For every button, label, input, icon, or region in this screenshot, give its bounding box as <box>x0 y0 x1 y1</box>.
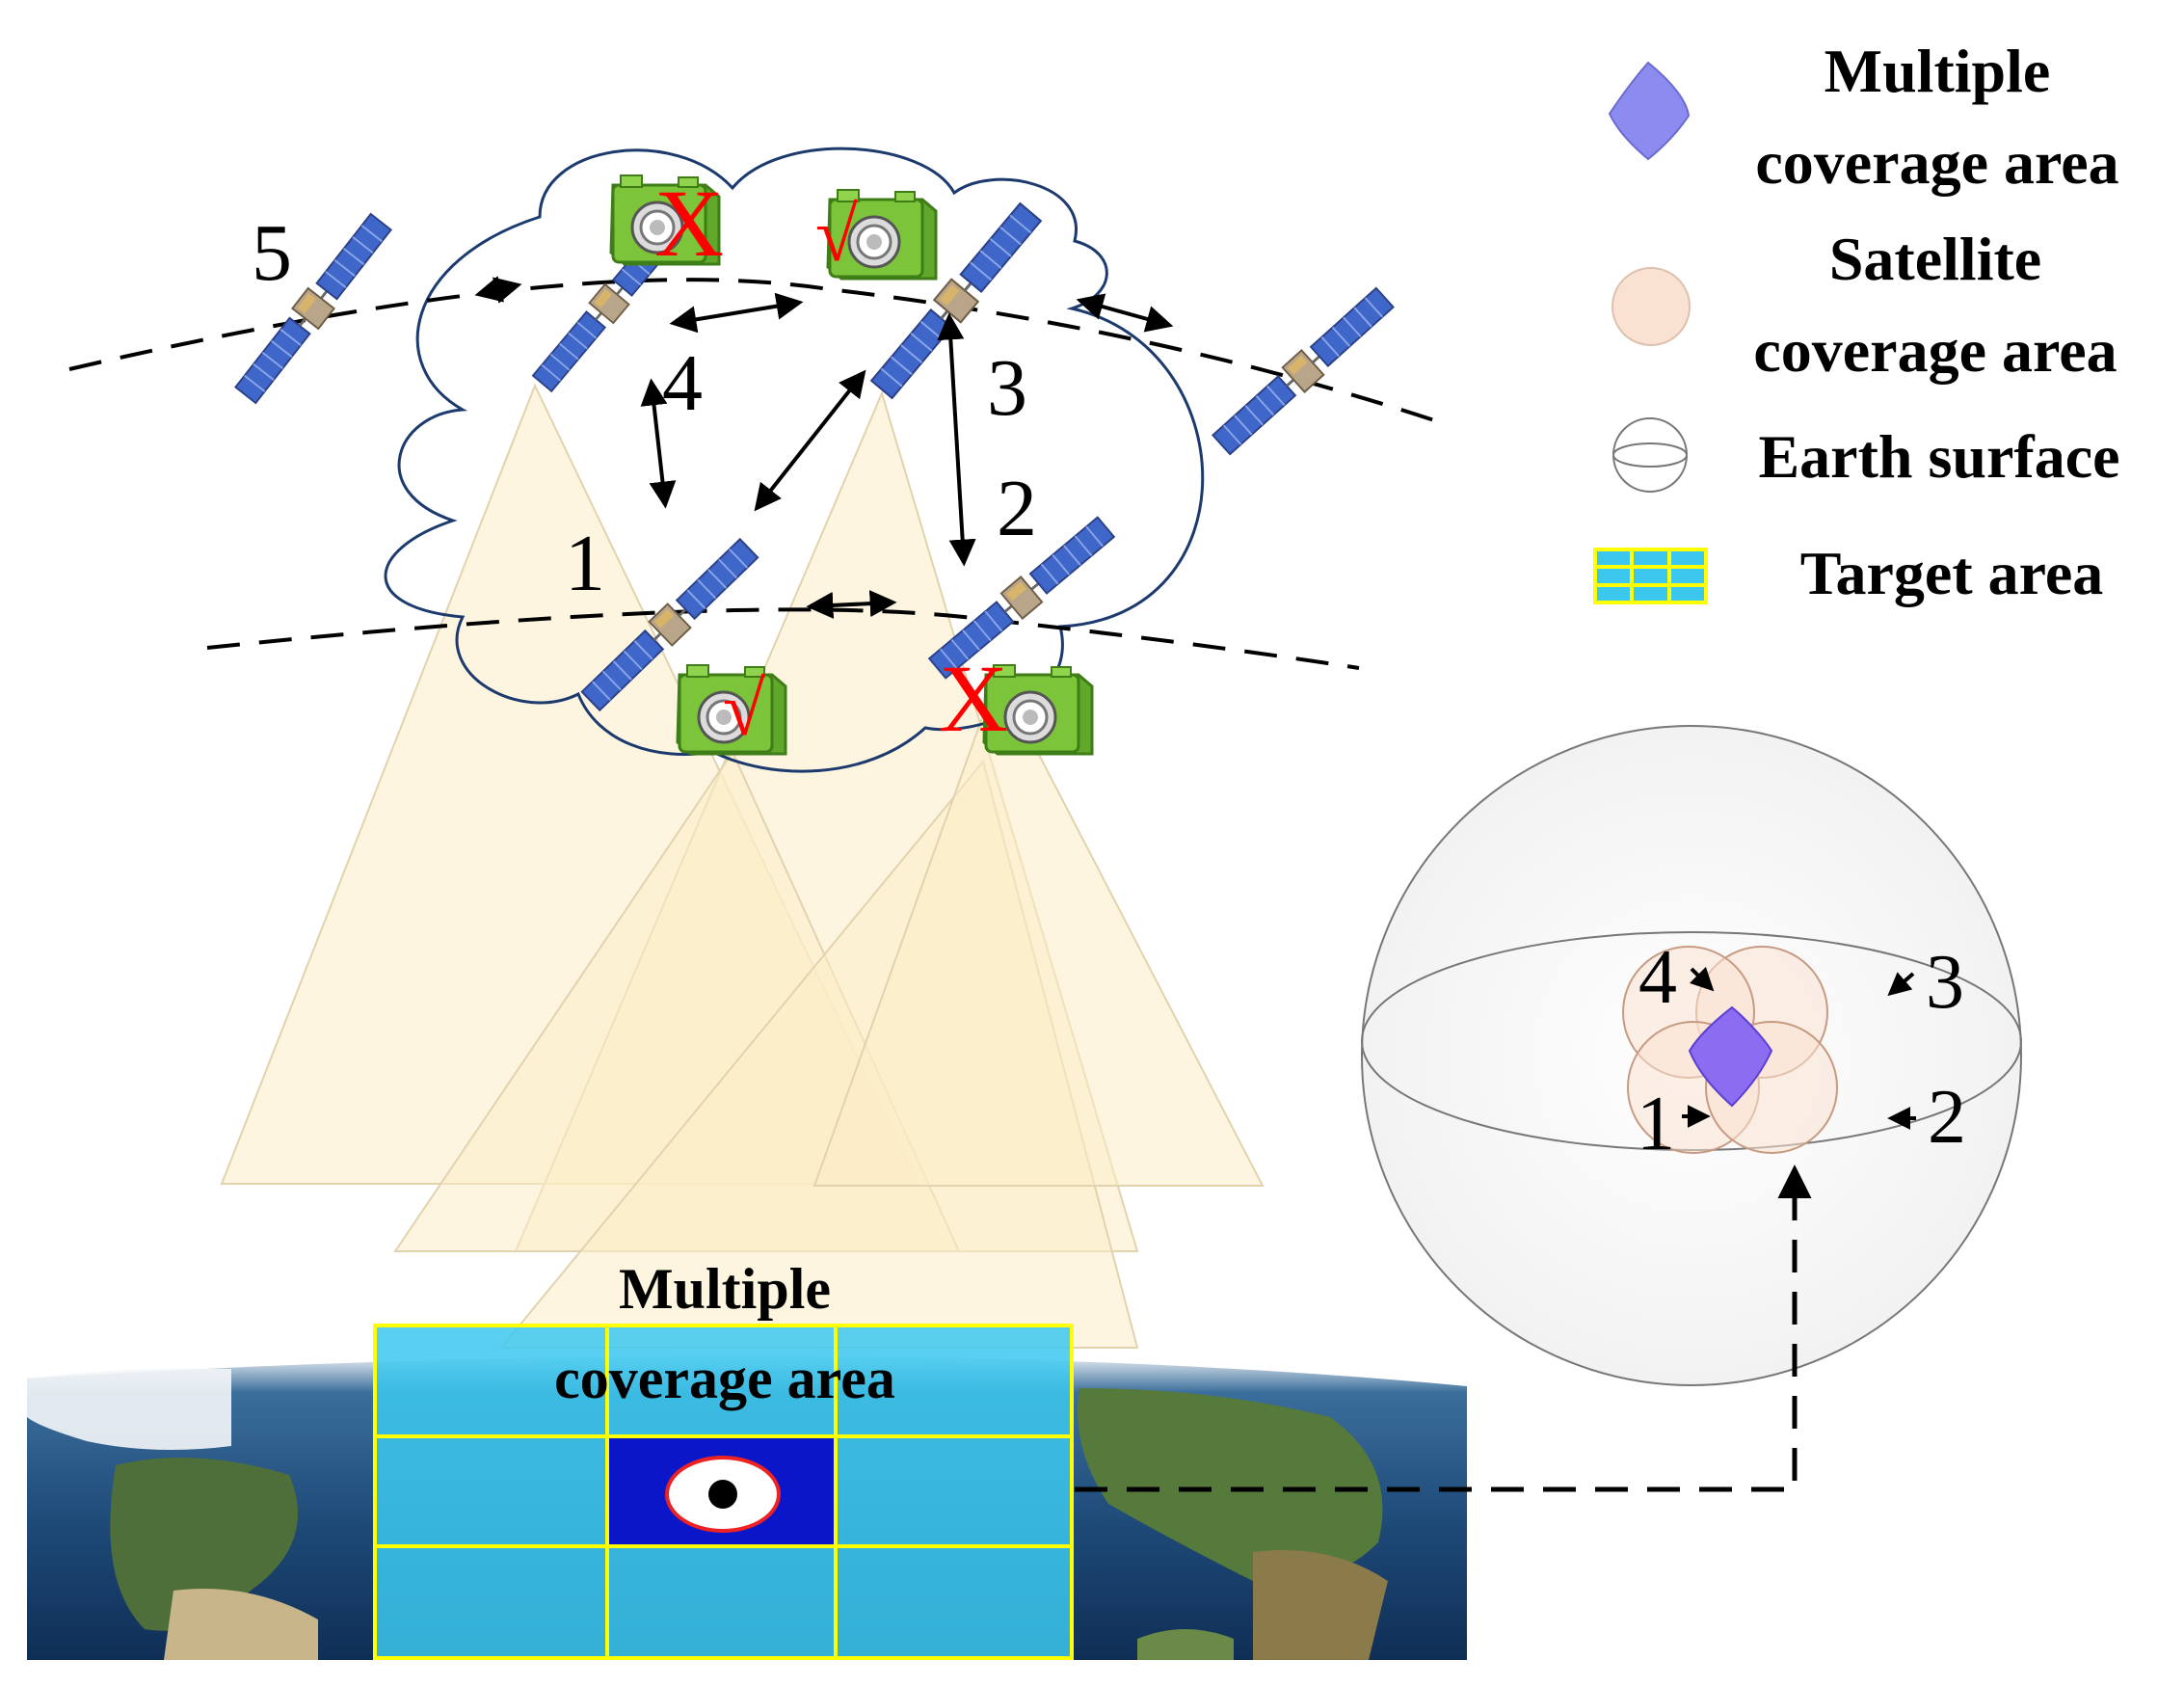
legend-item-1-line1: Multiple <box>1824 37 2051 105</box>
satellite-unlabeled <box>1209 283 1398 459</box>
legend-item-2-line2: coverage area <box>1753 316 2117 385</box>
multiple-coverage-swatch <box>1608 61 1691 161</box>
legend-item-4-label: Target area <box>1800 539 2104 607</box>
target-to-sphere-connector <box>1075 1165 1812 1492</box>
legend-item-1-line2: coverage area <box>1755 128 2118 197</box>
sphere-number-1: 1 <box>1637 1082 1675 1166</box>
sphere-number-2: 2 <box>1928 1075 1966 1160</box>
satellite-number-4: 4 <box>662 338 703 428</box>
camera-check-mark: √ <box>723 667 765 752</box>
network-cloud <box>384 147 1205 773</box>
satellite-coverage-beams <box>220 383 1265 1349</box>
upper-orbit <box>68 278 1447 426</box>
satellite-number-2: 2 <box>997 464 1037 553</box>
camera-icon-sat1: √ <box>676 663 787 756</box>
camera-cross-mark: X <box>654 170 724 277</box>
camera-check-mark: √ <box>815 193 858 278</box>
target-area-grid: Multiple coverage area <box>373 1257 1074 1660</box>
target-label-line2: coverage area <box>554 1347 895 1410</box>
legend: Multiple coverage area Satellite coverag… <box>1593 37 2120 607</box>
multiple-coverage-overlap <box>1688 1005 1773 1108</box>
inter-satellite-links <box>474 276 1174 619</box>
sphere-number-3: 3 <box>1926 940 1964 1025</box>
camera-cross-mark: X <box>939 645 1008 752</box>
satellite-number-3: 3 <box>987 343 1027 433</box>
camera-icon-sat2: X <box>939 645 1094 756</box>
satellite-number-labels: 5 4 3 2 1 <box>252 208 1037 608</box>
camera-icon-sat3: √ <box>815 188 938 281</box>
satellite-number-5: 5 <box>252 208 292 298</box>
legend-item-2-line1: Satellite <box>1829 225 2041 293</box>
satellite-number-1: 1 <box>565 519 605 608</box>
legend-item-3-label: Earth surface <box>1758 422 2119 491</box>
orbit-lines <box>68 278 1447 670</box>
lower-orbit <box>206 607 1360 670</box>
target-area-grid-swatch <box>1593 548 1708 604</box>
camera-icon-sat4: X <box>609 170 724 277</box>
satellite-coverage-swatch <box>1611 267 1691 346</box>
earth-surface-sphere-icon <box>1612 417 1688 493</box>
beam-satellite-5 <box>812 672 1265 1187</box>
sphere-number-4: 4 <box>1638 935 1677 1020</box>
earth-sphere-detail: 4 3 1 2 <box>1361 725 2022 1386</box>
target-label-line1: Multiple <box>619 1257 831 1321</box>
